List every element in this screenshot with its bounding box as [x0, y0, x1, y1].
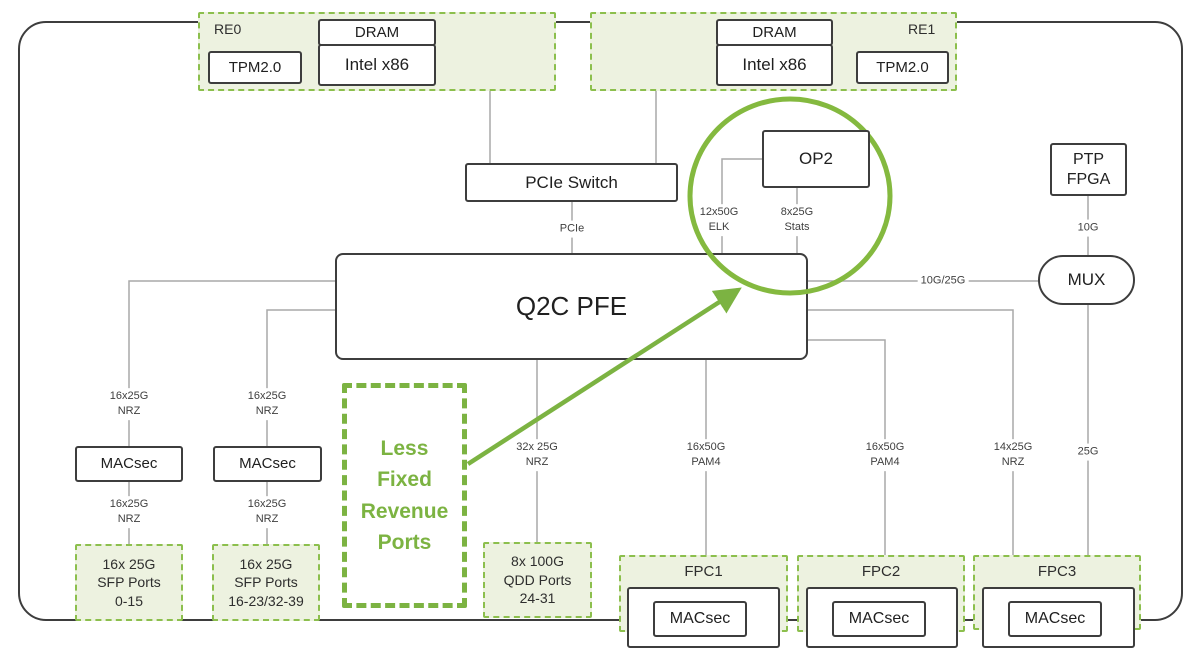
link-label-nrz16-top-right: 16x25G NRZ: [244, 388, 290, 420]
pcie-switch-box: PCIe Switch: [465, 163, 678, 202]
op2-box: OP2: [762, 130, 870, 188]
link-label-pam4-fpc1: 16x50G PAM4: [683, 439, 729, 471]
wire-pfe-macsec2: [266, 309, 336, 448]
macsec-left1-box: MACsec: [75, 446, 183, 482]
fpc1-label: FPC1: [684, 563, 723, 580]
qdd-ports-24-31-box: 8x 100G QDD Ports 24-31: [483, 542, 592, 618]
link-label-nrz32: 32x 25G NRZ: [513, 439, 561, 471]
link-label-stats: 8x25G Stats: [777, 204, 817, 236]
re0-tpm-box: TPM2.0: [208, 51, 302, 84]
fpc3-label: FPC3: [1037, 563, 1077, 580]
q2c-pfe-box: Q2C PFE: [335, 253, 808, 360]
less-fixed-revenue-ports-callout: Less Fixed Revenue Ports: [342, 383, 467, 608]
link-label-10g: 10G: [1074, 219, 1102, 237]
wire-pfe-fpc3: [807, 309, 1014, 557]
link-label-nrz16-bot-left: 16x25G NRZ: [106, 496, 152, 528]
sfp-ports-16-39-box: 16x 25G SFP Ports 16-23/32-39: [212, 544, 320, 621]
fpc2-macsec-box: MACsec: [832, 601, 926, 637]
link-label-elk: 12x50G ELK: [696, 204, 742, 236]
link-label-pam4-fpc2: 16x50G PAM4: [862, 439, 908, 471]
wire-pfe-fpc2: [807, 339, 886, 557]
link-label-nrz16-bot-right: 16x25G NRZ: [244, 496, 290, 528]
re0-cpu-box: Intel x86: [318, 44, 436, 86]
re0-dram-box: DRAM: [318, 19, 436, 46]
link-label-pcie: PCIe: [556, 220, 588, 238]
ptp-fpga-box: PTP FPGA: [1050, 143, 1127, 196]
re0-label: RE0: [214, 21, 242, 37]
re1-label: RE1: [908, 21, 936, 37]
link-label-nrz14: 14x25G NRZ: [990, 439, 1036, 471]
re1-tpm-box: TPM2.0: [856, 51, 949, 84]
link-label-25g: 25G: [1074, 443, 1102, 461]
sfp-ports-0-15-box: 16x 25G SFP Ports 0-15: [75, 544, 183, 621]
wire-pfe-macsec1: [128, 280, 336, 448]
mux-box: MUX: [1038, 255, 1135, 305]
re1-dram-box: DRAM: [716, 19, 833, 46]
fpc1-macsec-box: MACsec: [653, 601, 747, 637]
link-label-10g-25g: 10G/25G: [917, 272, 969, 290]
fpc3-macsec-box: MACsec: [1008, 601, 1102, 637]
link-label-nrz16-top-left: 16x25G NRZ: [106, 388, 152, 420]
re1-cpu-box: Intel x86: [716, 44, 833, 86]
fpc2-label: FPC2: [861, 563, 901, 580]
macsec-left2-box: MACsec: [213, 446, 322, 482]
